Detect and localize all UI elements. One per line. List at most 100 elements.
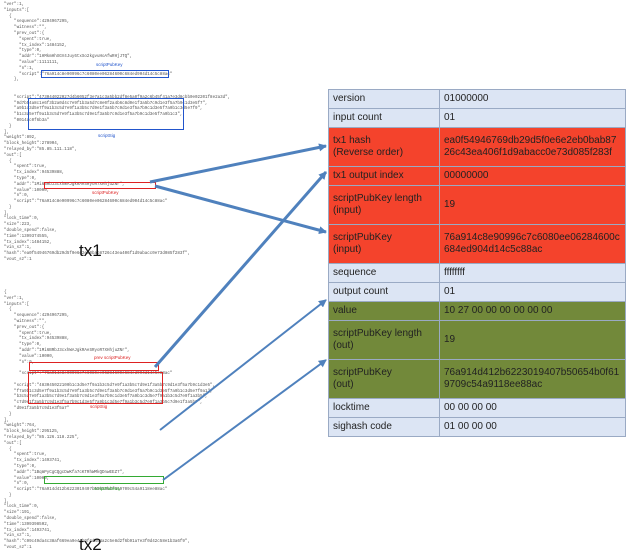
field-value-cell: 00 00 00 00 <box>439 398 626 418</box>
tx2-code-line: "script":"76a914d412b6223019407b50654b0f… <box>4 488 168 493</box>
tx1-code-line: "block_height":278904, <box>4 142 60 147</box>
field-name-cell: scriptPubKey length (out) <box>328 320 440 360</box>
tx2-code-line: "tx_index":1493741, <box>4 459 62 464</box>
arrow-tx1-script-to-input <box>154 184 327 235</box>
tx2-code-line: "value":10000, <box>4 354 55 359</box>
tx1-code-line: "witness":"", <box>4 26 47 31</box>
field-name-cell: input count <box>328 108 440 128</box>
table-row: scriptPubKey (out)76a914d412b6223019407b… <box>328 359 626 399</box>
tx2-label: tx2 <box>79 535 102 554</box>
tx2-code-line: "double_spend":false, <box>4 517 57 522</box>
field-name-cell: scriptPubKey length (input) <box>328 185 440 225</box>
tx2-code-line: "d9e1f3a5b7c9d1e3f5a7" <box>4 406 70 411</box>
tx2-code-line: "weight":764, <box>4 424 37 429</box>
tx1-prev-scriptpubkey-box <box>41 70 169 78</box>
tx2-code-line: "hash":"c99c49da4c38af669ea9e4cb0f6d4c4a… <box>4 540 190 545</box>
tx1-out-scriptpubkey-annotation: scriptPubKey <box>92 190 119 195</box>
field-value-cell: ea0f54946769db29d5f0e6e2eb0bab87 26c43ea… <box>439 127 626 167</box>
tx2-code-line: "size":191, <box>4 511 32 516</box>
field-value-cell: 01 <box>439 282 626 302</box>
tx2-code-line: "spent":true, <box>4 331 52 336</box>
tx2-code-line: "tx_index":1493741, <box>4 528 52 533</box>
tx2-code-line: "type":0, <box>4 464 37 469</box>
tx1-code-line: "type":0, <box>4 176 37 181</box>
tx1-code-line: "addr":"1HMkmHhXGV4Juy6txSo2kgvuHoAfwRHj… <box>4 55 133 60</box>
tx2-code-line: "relayed_by":"85.126.118.225", <box>4 435 80 440</box>
tx2-code-line: "prev_out":{ <box>4 325 45 330</box>
tx1-code-line: "relayed_by":"85.85.111.118", <box>4 147 77 152</box>
tx1-code-line: "tx_index":1484152, <box>4 43 67 48</box>
tx2-code-line: ], <box>4 499 10 504</box>
tx2-code-line: "addr":"1BqmPyCgCQgcDwKfa7cKTRhWMkQDnwEE… <box>4 470 125 475</box>
tx2-out-scriptpubkey-annotation: scriptPubKey <box>94 486 121 491</box>
tx2-code-line: "vin_sz":1, <box>4 534 32 539</box>
field-name-cell: tx1 output index <box>328 166 440 186</box>
tx1-label: tx1 <box>79 241 102 260</box>
tx2-code-line: "vout_sz":1 <box>4 546 32 551</box>
tx1-code-line: "sequence":4294967295, <box>4 20 70 25</box>
tx2-code-line: "sequence":4294967295, <box>4 314 70 319</box>
tx1-code-line: ], <box>4 211 10 216</box>
tx1-code-line: "script":"76a914c8e90996c7c6080ee0628460… <box>4 200 168 205</box>
arrow-prev-script-to-input <box>153 171 328 368</box>
tx1-code-line: "tx_index":94539888, <box>4 171 65 176</box>
tx2-code-line: "b3c5d7e9f1a3b5c7d9e1f3a5b7c9d1e3f5a7b9c… <box>4 395 208 400</box>
tx1-code-line: "size":223, <box>4 223 32 228</box>
tx1-code-line: "script":"76a914c8e90996c7c6080ee0628460… <box>4 72 173 77</box>
field-value-cell: 19 <box>439 185 626 225</box>
tx2-code-line: "n":0, <box>4 360 35 365</box>
tx1-code-line: "9d7b54a8c1e6f3b2a0d4c7e9f1b3a5d7c8e0f2a… <box>4 101 208 106</box>
field-name-cell: sequence <box>328 263 440 283</box>
tx2-code-line: "lock_time":0, <box>4 505 40 510</box>
tx1-json-code: "ver":1,"inputs":[ { "sequence":42949672… <box>4 3 230 264</box>
tx2-code-line: "witness":"", <box>4 319 47 324</box>
tx2-code-line: "addr":"1Mi6BRbJ3cxhWAJgkRAeSRyoR7XHhjuZ… <box>4 348 130 353</box>
tx1-code-line: "value":10000, <box>4 188 50 193</box>
tx2-code-line: } <box>4 412 12 417</box>
table-row: tx1 hash (Reverse order)ea0f54946769db29… <box>328 127 626 167</box>
tx2-code-line: "f7a9b1c3d5e7f9a1b3c5d7e9f1a3b5c7d9e1f3a… <box>4 389 213 394</box>
tx2-code-line: "script":"483045022100b1c3d5e7f9a1b3c5d7… <box>4 383 216 388</box>
tx1-code-line: "0014ac0f6b3a" <box>4 118 50 123</box>
tx1-code-line: "lock_time":0, <box>4 217 40 222</box>
field-name-cell: version <box>328 89 440 109</box>
tx2-code-line: ], <box>4 418 10 423</box>
tx1-code-line: "a9b1c3d5e7f9a1b3c5d7e9f1a3b5c7d9e1f3a5b… <box>4 107 203 112</box>
field-name-cell: tx1 hash (Reverse order) <box>328 127 440 167</box>
tx2-code-line: "inputs":[ <box>4 302 30 307</box>
tx1-code-line: "addr":"1Mi6BRbJ3cxhWAJgkRAeSRyoR7XHhjuZ… <box>4 182 125 187</box>
tx1-code-line: "spent":true, <box>4 37 52 42</box>
tx1-code-line: }, <box>4 78 20 83</box>
field-name-cell: sighash code <box>328 417 440 437</box>
tx2-scriptsig-annotation: scriptSig <box>90 404 108 409</box>
tx2-code-line: { <box>4 291 7 295</box>
tx1-code-line: { <box>4 14 12 19</box>
field-name-cell: value <box>328 301 440 321</box>
tx1-code-line: "ver":1, <box>4 3 25 7</box>
tx2-code-line: "time":1399398502, <box>4 522 50 527</box>
tx1-code-line: "vout_sz":1 <box>4 258 32 263</box>
tx1-code-line: "double_spend":false, <box>4 229 57 234</box>
table-row: scriptPubKey (input)76a914c8e90996c7c608… <box>328 224 626 264</box>
tx1-code-line: "spent":true, <box>4 165 47 170</box>
tx1-code-line: "value":1111111, <box>4 60 60 65</box>
tx1-code-line: "hash":"ea0f54946769db29d5f0e6e2eb0bab87… <box>4 252 190 257</box>
field-name-cell: locktime <box>328 398 440 418</box>
tx2-code-line: } <box>4 493 12 498</box>
tx1-code-line: ], <box>4 130 10 135</box>
field-value-cell: 01 00 00 00 <box>439 417 626 437</box>
tx2-code-line: "spent":true, <box>4 453 47 458</box>
tx1-code-line: "inputs":[ <box>4 8 30 13</box>
tx1-code-line: "b1c3d5e7f9a1b3c5d7e9f1a3b5c7d9e1f3a5b7c… <box>4 113 183 118</box>
field-value-cell: 00000000 <box>439 166 626 186</box>
tx1-code-line: "weight":892, <box>4 136 37 141</box>
arrow-tx2-out-script <box>162 359 327 481</box>
tx1-code-line: } <box>4 205 12 210</box>
